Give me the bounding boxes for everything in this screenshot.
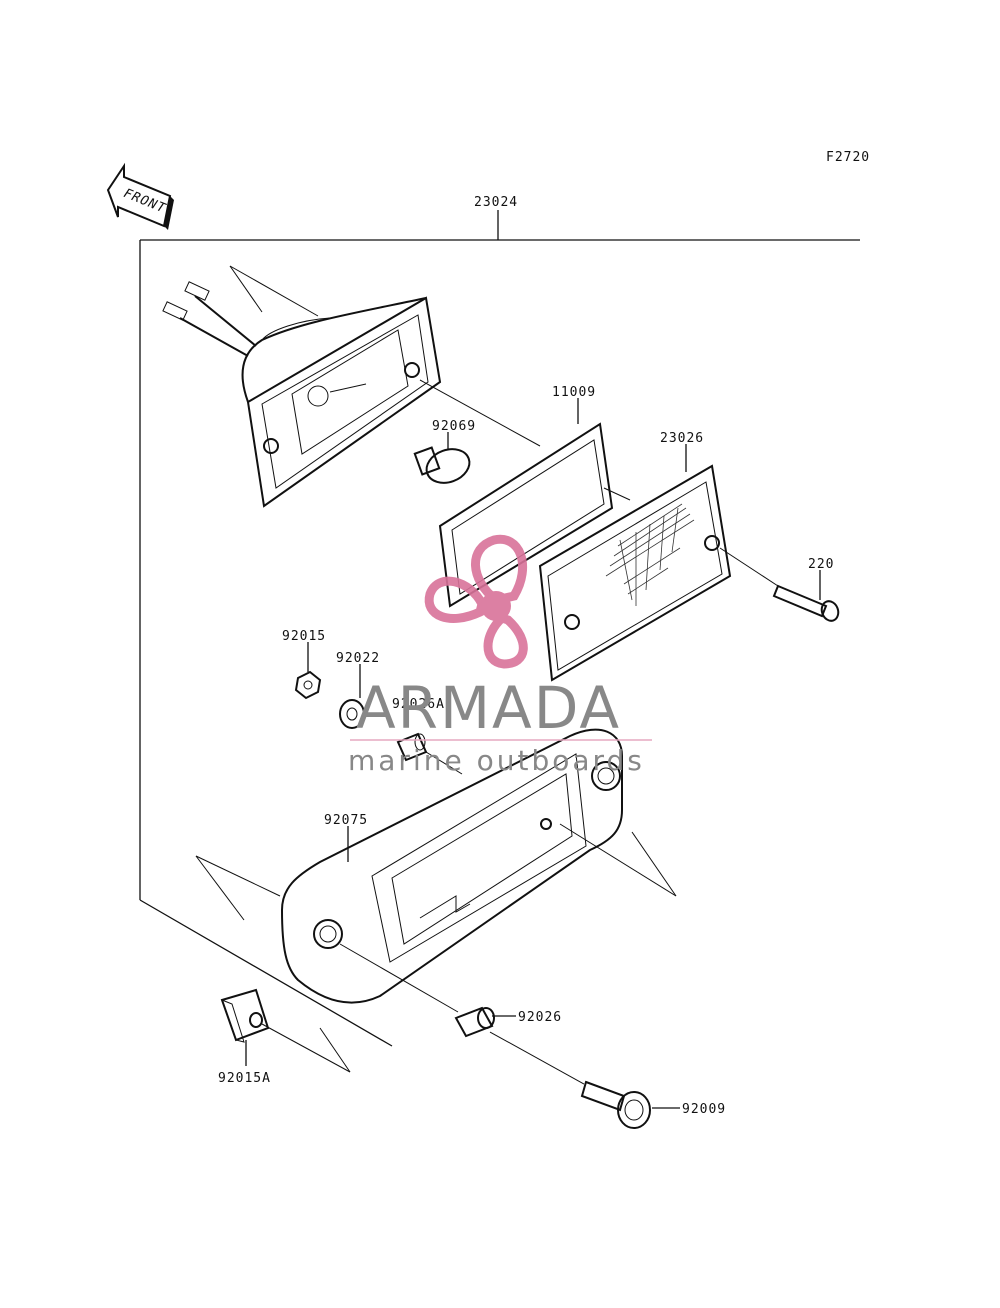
label-23026: 23026 (660, 431, 704, 446)
collar-92026-part (454, 1006, 495, 1038)
label-92009: 92009 (682, 1102, 726, 1117)
lamp-base-part (280, 728, 623, 1004)
screw-220-part (772, 584, 840, 622)
label-92022: 92022 (336, 651, 380, 666)
label-92026: 92026 (518, 1010, 562, 1025)
label-92015: 92015 (282, 629, 326, 644)
lens-part (538, 464, 732, 682)
watermark-brand: ARMADA (356, 674, 621, 742)
label-92026A: 92026A (392, 697, 445, 712)
front-arrow-icon: FRONT (106, 162, 174, 230)
label-11009: 11009 (552, 385, 596, 400)
clip-nut-92015A-part (220, 988, 270, 1043)
label-92069: 92069 (432, 419, 476, 434)
bulb-part (413, 446, 471, 484)
label-92015A: 92015A (218, 1071, 271, 1086)
bolt-92009-part (580, 1080, 651, 1129)
lamp-housing-part (162, 281, 442, 508)
figure-code: F2720 (826, 150, 870, 165)
grommet-92022-part (339, 699, 365, 729)
label-23024: 23024 (474, 195, 518, 210)
lens-grid-pattern (605, 503, 695, 606)
assembly-bracket (139, 210, 860, 1047)
nut-92015-part (294, 670, 322, 700)
armada-propeller-logo (424, 534, 528, 669)
label-220: 220 (808, 557, 834, 572)
gasket-part (438, 422, 614, 608)
watermark-tagline: marine outboards (348, 744, 645, 777)
label-92075: 92075 (324, 813, 368, 828)
